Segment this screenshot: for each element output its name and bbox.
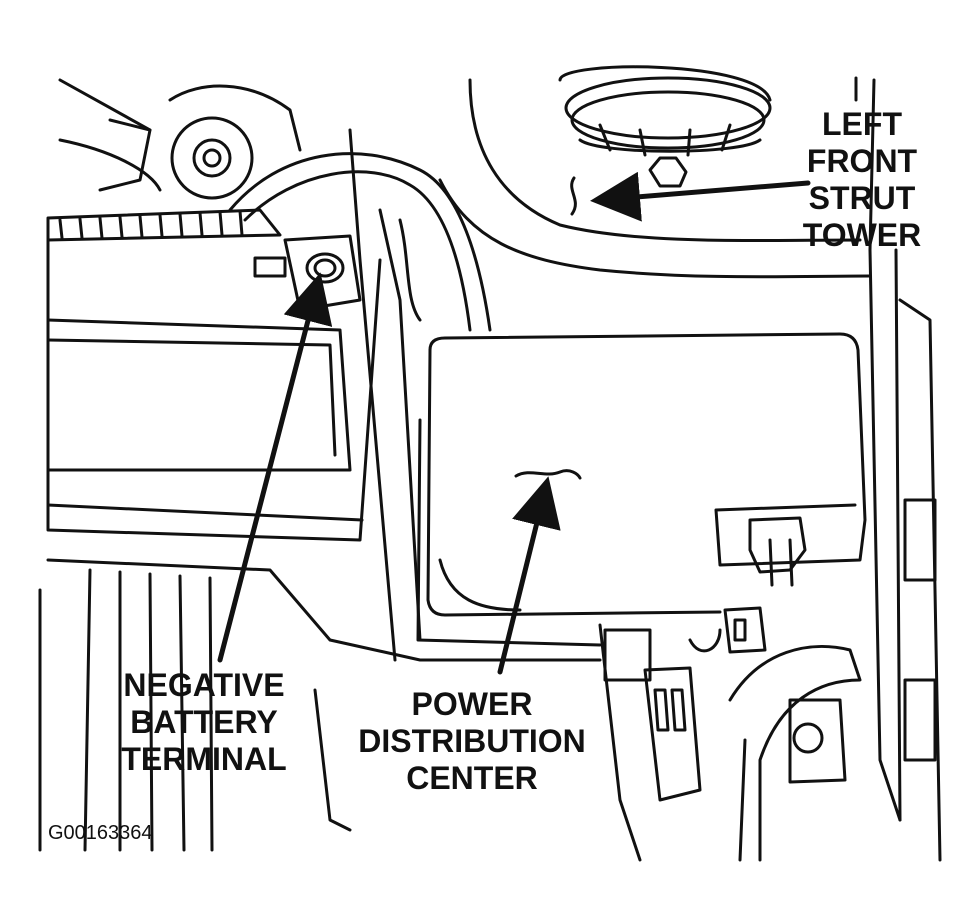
strut-tower-drawing xyxy=(438,65,876,279)
negative-terminal-label: NEGATIVE BATTERY TERMINAL xyxy=(92,667,316,778)
terminal-drawing xyxy=(228,128,492,662)
strut-tower-label-line: LEFT xyxy=(822,106,902,142)
fender-panel-drawing xyxy=(868,248,942,862)
strut-tower-label-line: FRONT xyxy=(806,143,918,179)
power-distribution-label: POWER DISTRIBUTION CENTER xyxy=(340,686,604,797)
strut-tower-label-line: STRUT xyxy=(808,180,916,216)
strut-tower-label: LEFT FRONT STRUT TOWER xyxy=(796,106,928,254)
negative-terminal-arrow xyxy=(217,272,333,663)
strut-tower-label-line: TOWER xyxy=(802,217,922,253)
lower-bay-drawing xyxy=(38,558,862,862)
negative-terminal-label-line: NEGATIVE xyxy=(123,667,285,703)
pdc-arrow xyxy=(497,476,561,675)
power-distribution-label-line: POWER xyxy=(411,686,533,722)
negative-terminal-label-line: TERMINAL xyxy=(121,741,287,777)
battery-drawing xyxy=(46,78,382,542)
power-distribution-label-line: CENTER xyxy=(406,760,538,796)
power-distribution-label-line: DISTRIBUTION xyxy=(358,723,586,759)
negative-terminal-label-line: BATTERY xyxy=(130,704,278,740)
figure-id: G00163364 xyxy=(48,822,153,844)
strut-tower-arrow xyxy=(590,171,811,222)
pdc-box-drawing xyxy=(416,332,867,647)
